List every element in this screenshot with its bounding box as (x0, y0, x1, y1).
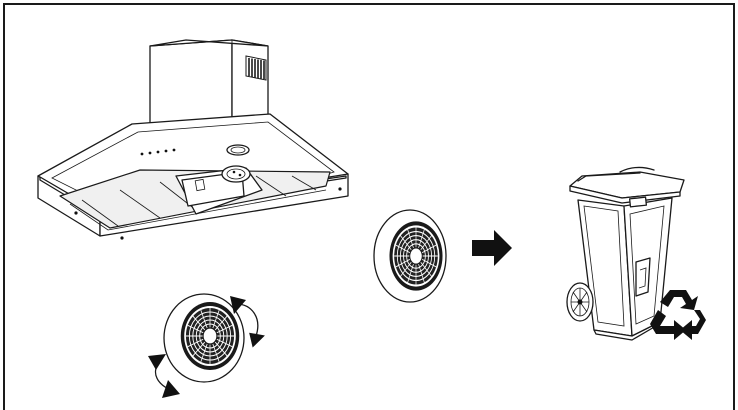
frame-border (3, 3, 735, 410)
rotate-arrow-icon (230, 296, 265, 348)
carbon-filter-removed (373, 209, 447, 303)
control-panel (140, 148, 176, 156)
arrow-right-icon (472, 230, 512, 266)
recycling-bin-icon (566, 166, 685, 341)
island-range-hood-icon (37, 39, 349, 240)
bin-wheel (566, 282, 594, 322)
chimney-vent-grille (245, 55, 267, 81)
carbon-filter-rotating (148, 293, 265, 398)
recycle-symbol-icon (650, 290, 706, 340)
rotate-arrow-icon (148, 354, 180, 398)
